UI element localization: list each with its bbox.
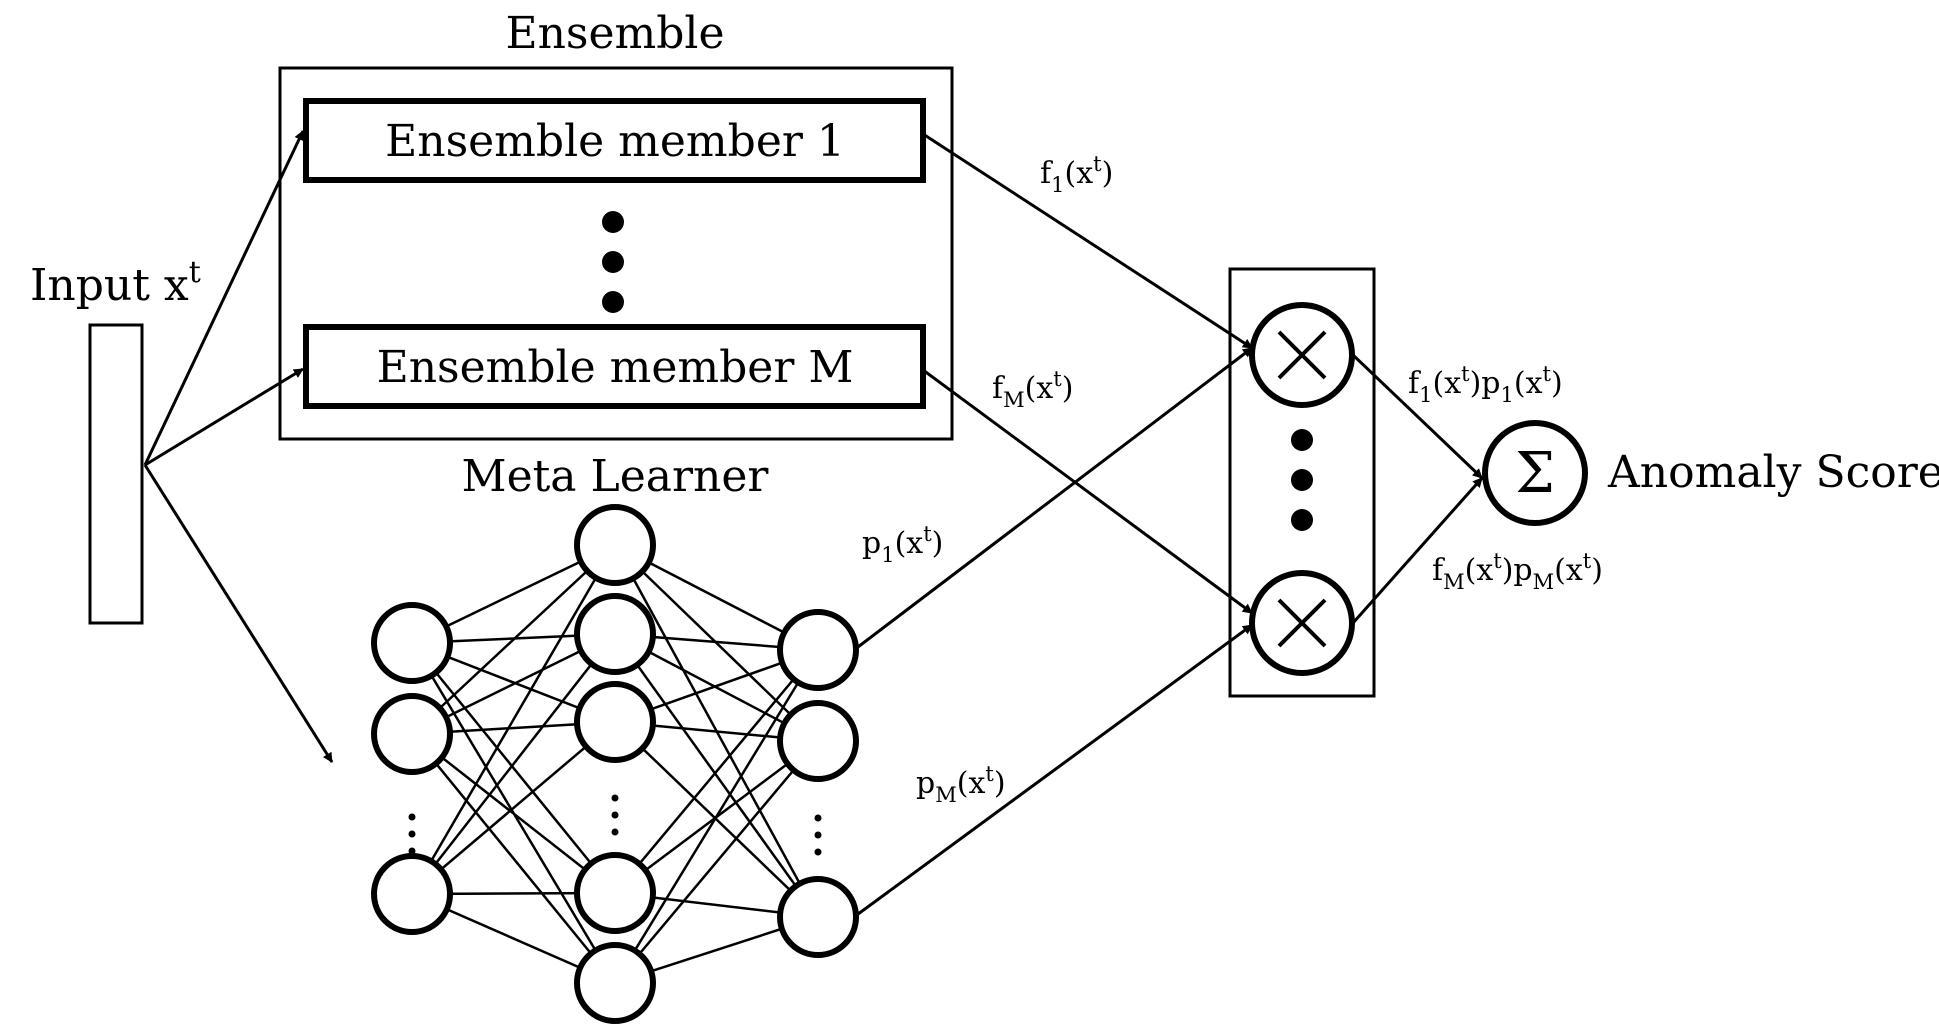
meta-learner-ellipses xyxy=(408,794,822,856)
nn-neuron xyxy=(574,852,656,934)
nn-connection xyxy=(411,633,616,895)
nn-neuron xyxy=(777,609,859,691)
input-arrows xyxy=(143,130,334,763)
input-vector xyxy=(88,323,144,625)
nn-neuron xyxy=(574,593,656,675)
nn-connection xyxy=(614,649,819,894)
multiplier-ellipsis xyxy=(1291,429,1313,531)
arrow-f1p1 xyxy=(1351,353,1484,480)
nn-connection xyxy=(614,740,819,984)
nn-connection xyxy=(411,544,616,735)
sum-icon: Σ xyxy=(1482,420,1588,526)
nn-connection xyxy=(411,721,616,895)
output-label: Anomaly Score xyxy=(1607,447,1939,498)
multiply-icon xyxy=(1249,302,1355,408)
svg-text:Σ: Σ xyxy=(1515,441,1555,506)
label-fm: fM(xt) xyxy=(992,367,1073,412)
nn-neuron xyxy=(574,504,656,586)
nn-neuron xyxy=(371,602,453,684)
arrow-fm xyxy=(922,368,1253,615)
meta-learner-neurons xyxy=(371,504,859,1024)
nn-neuron xyxy=(777,876,859,958)
arrow-p1 xyxy=(853,346,1253,652)
label-fmpm: fM(xt)pM(xt) xyxy=(1432,549,1603,594)
ensemble-member-1-label: Ensemble member 1 xyxy=(385,116,845,167)
nn-neuron xyxy=(574,681,656,763)
nn-connection xyxy=(613,649,820,984)
input-label: Input xt xyxy=(30,255,201,311)
label-f1p1: f1(xt)p1(xt) xyxy=(1408,362,1563,407)
label-f1: f1(xt) xyxy=(1040,152,1113,197)
ensemble-box xyxy=(278,66,954,441)
multiplier-box xyxy=(1228,267,1376,698)
nn-neuron xyxy=(371,693,453,775)
sum-input-arrows xyxy=(1351,353,1484,624)
nn-connection xyxy=(614,721,819,918)
nn-connection xyxy=(411,733,616,894)
arrow-input-to-meta-learner xyxy=(143,464,334,763)
multiply-icon xyxy=(1249,570,1355,676)
meta-learner-title: Meta Learner xyxy=(462,451,770,502)
ensemble-ellipsis xyxy=(602,211,624,313)
ensemble-member-m-label: Ensemble member M xyxy=(377,342,854,393)
arrow-fmpm xyxy=(1351,477,1484,624)
nn-connection xyxy=(410,544,617,895)
nn-connection xyxy=(411,642,616,894)
nn-neuron xyxy=(371,853,453,935)
nn-connection xyxy=(613,633,820,918)
arrow-input-to-member-1 xyxy=(143,130,305,466)
label-pm: pM(xt) xyxy=(916,762,1006,807)
arrow-input-to-member-m xyxy=(144,367,304,467)
arrow-pm xyxy=(853,623,1253,919)
ensemble-member-m-box xyxy=(303,324,926,409)
ensemble-title: Ensemble xyxy=(505,8,724,59)
label-p1: p1(xt) xyxy=(862,522,943,567)
nn-neuron xyxy=(777,700,859,782)
ensemble-member-1-box xyxy=(303,98,926,183)
nn-neuron xyxy=(574,942,656,1024)
nn-connection xyxy=(411,733,616,984)
product-input-arrows xyxy=(853,132,1253,919)
arrow-f1 xyxy=(922,132,1253,350)
